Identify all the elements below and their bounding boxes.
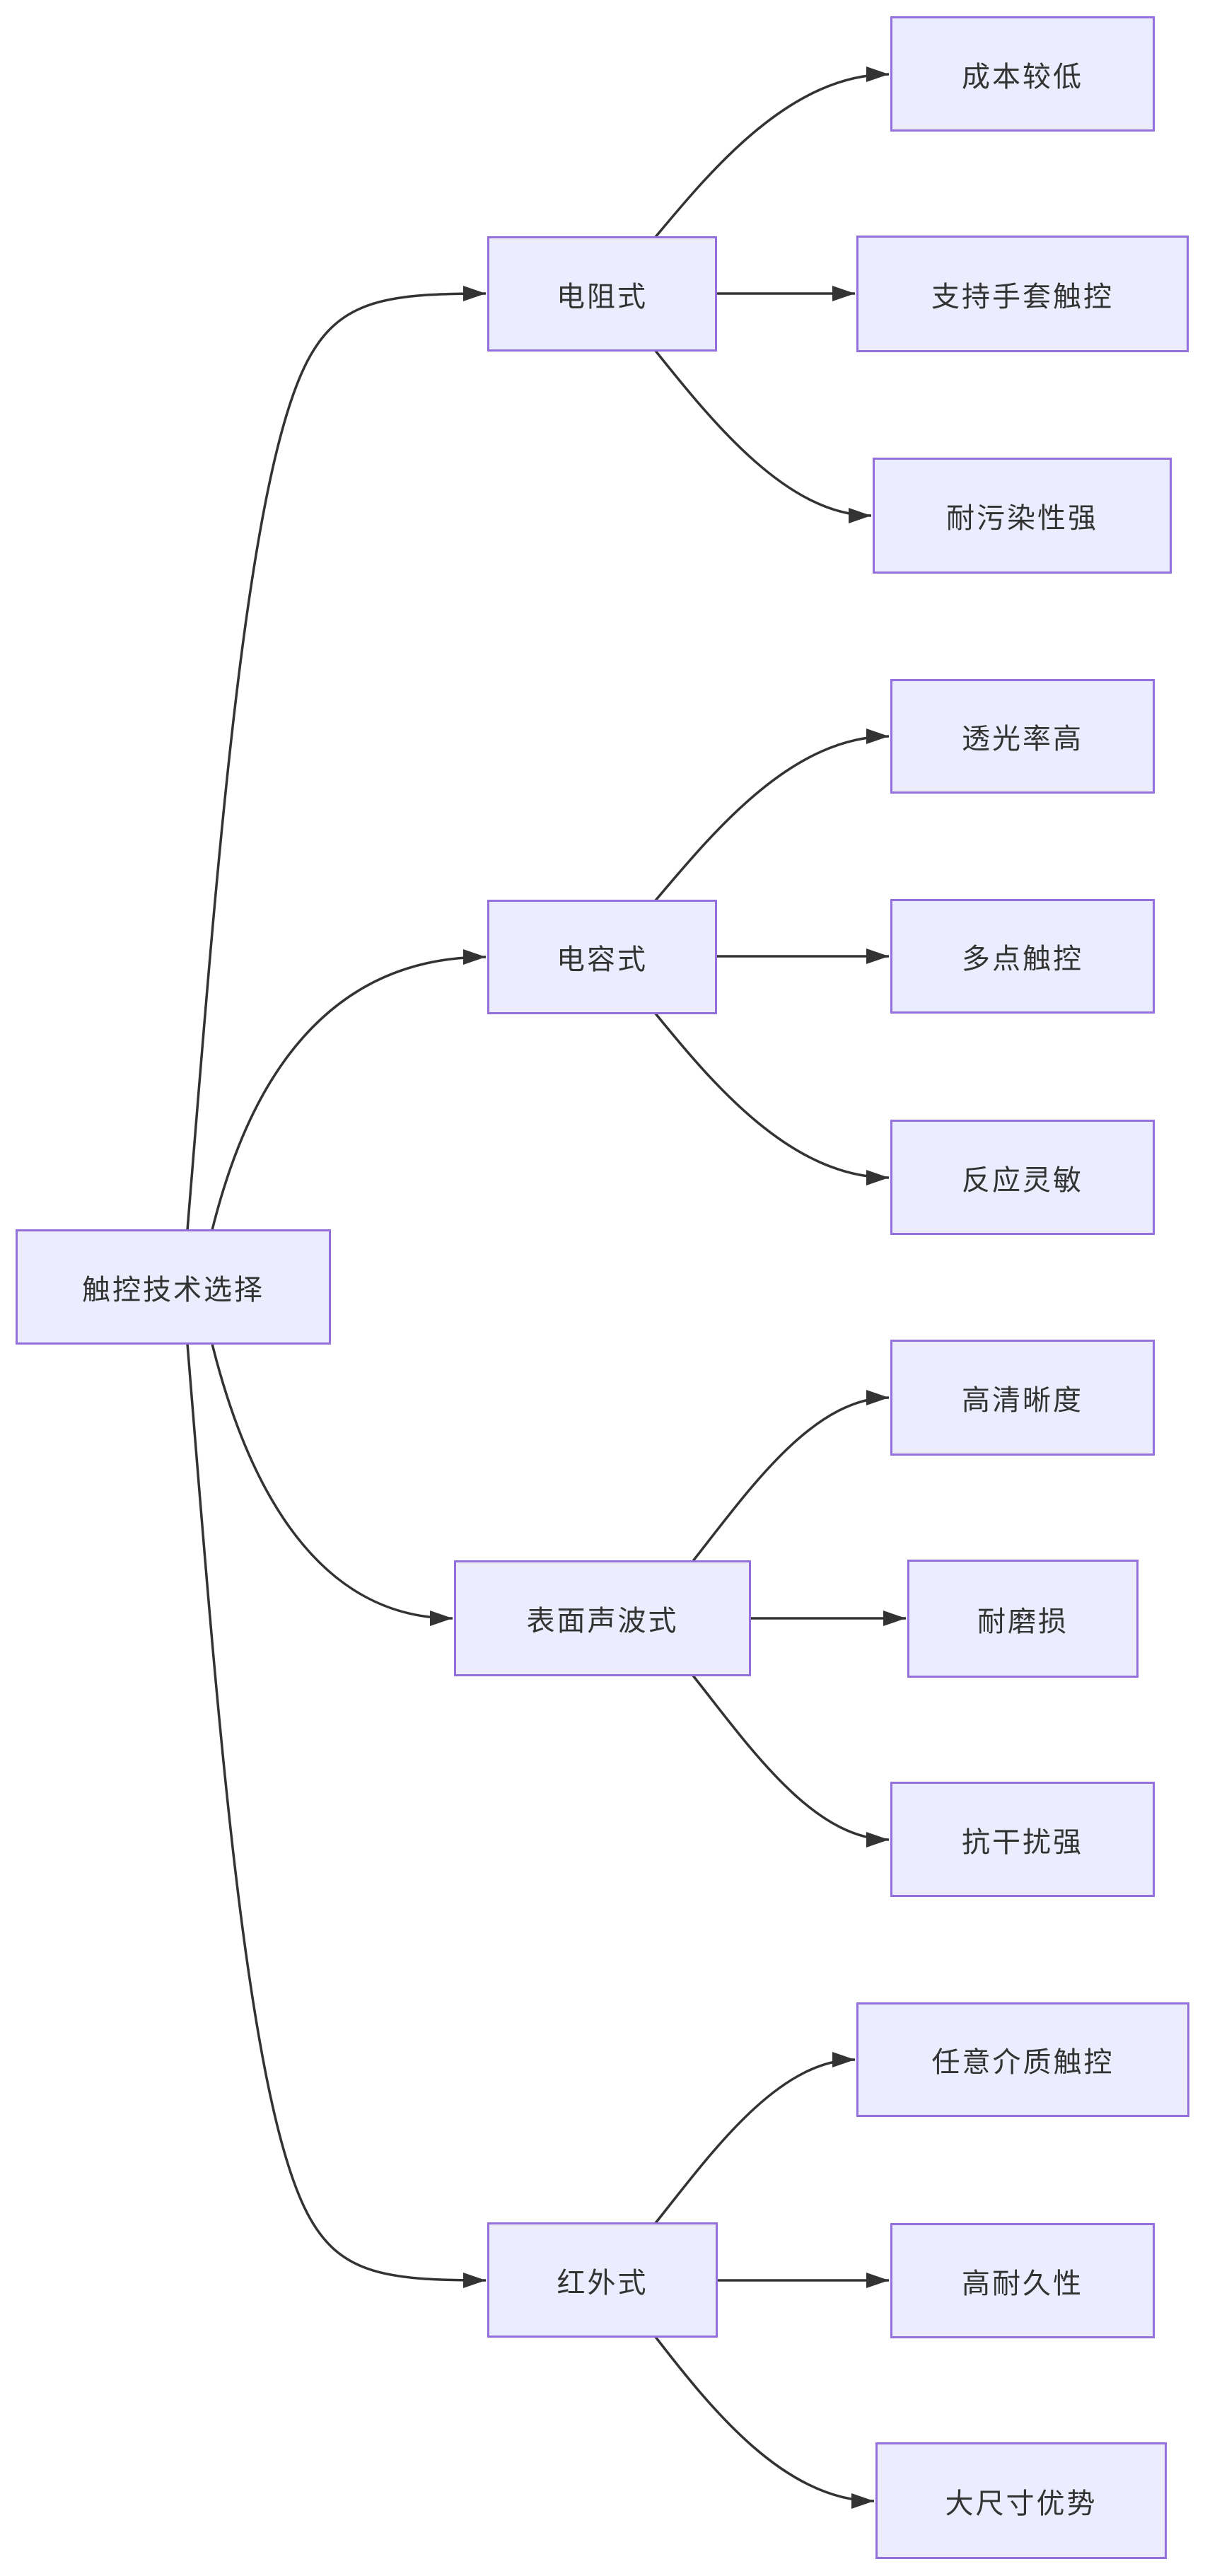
branch-node-label: 电阻式 (557, 281, 648, 313)
leaf-node-large-size-advantage: 大尺寸优势 (875, 2442, 1167, 2559)
leaf-node-multi-touch: 多点触控 (890, 899, 1155, 1014)
leaf-node-label: 抗干扰强 (962, 1826, 1083, 1858)
leaf-node-wear-resistant: 耐磨损 (907, 1560, 1139, 1678)
edge-branch-1-leaf-1 (654, 66, 890, 238)
leaf-node-high-clarity: 高清晰度 (890, 1340, 1155, 1456)
edge-root-saw (211, 1343, 453, 1626)
branch-node-label: 表面声波式 (526, 1606, 679, 1637)
root-node: 触控技术选择 (16, 1229, 331, 1345)
leaf-node-label: 耐污染性强 (946, 503, 1098, 534)
leaf-node-anti-interference: 抗干扰强 (890, 1782, 1155, 1897)
edge-branch-4-leaf-3 (654, 2336, 875, 2509)
edge-branch-3-leaf-1 (692, 1390, 890, 1562)
leaf-node-stain-resistant: 耐污染性强 (873, 458, 1172, 574)
leaf-node-label: 高耐久性 (962, 2268, 1083, 2299)
edge-branch-4-leaf-1 (654, 2052, 856, 2224)
branch-node-capacitive: 电容式 (487, 900, 717, 1014)
edge-branch-2-leaf-1 (654, 729, 890, 902)
leaf-node-label: 任意介质触控 (931, 2047, 1114, 2078)
leaf-node-label: 成本较低 (962, 61, 1083, 93)
leaf-node-low-cost: 成本较低 (890, 16, 1155, 132)
branch-node-infrared: 红外式 (487, 2222, 718, 2338)
edge-branch-1-leaf-3 (654, 349, 872, 523)
leaf-node-label: 高清晰度 (962, 1385, 1083, 1416)
edge-root-infrared (186, 1343, 487, 2288)
leaf-node-responsive: 反应灵敏 (890, 1120, 1155, 1235)
leaf-node-label: 耐磨损 (977, 1606, 1069, 1637)
leaf-node-label: 透光率高 (962, 724, 1083, 755)
edge-branch-3-leaf-3 (692, 1674, 890, 1847)
branch-node-resistive: 电阻式 (487, 236, 717, 352)
leaf-node-label: 大尺寸优势 (945, 2488, 1098, 2519)
branch-node-label: 红外式 (557, 2267, 648, 2299)
leaf-node-high-transmittance: 透光率高 (890, 679, 1155, 794)
edge-root-capacitive (211, 949, 487, 1231)
edge-root-resistive (186, 286, 487, 1231)
root-node-label: 触控技术选择 (82, 1274, 264, 1306)
branch-node-saw: 表面声波式 (454, 1560, 751, 1676)
leaf-node-label: 支持手套触控 (931, 281, 1114, 313)
leaf-node-label: 多点触控 (962, 944, 1083, 975)
leaf-node-label: 反应灵敏 (962, 1164, 1083, 1196)
branch-node-label: 电容式 (557, 944, 648, 975)
edge-branch-2-leaf-3 (654, 1012, 890, 1185)
leaf-node-any-medium-touch: 任意介质触控 (856, 2002, 1189, 2117)
leaf-node-high-durability: 高耐久性 (890, 2223, 1155, 2338)
leaf-node-glove-touch: 支持手套触控 (856, 236, 1189, 352)
